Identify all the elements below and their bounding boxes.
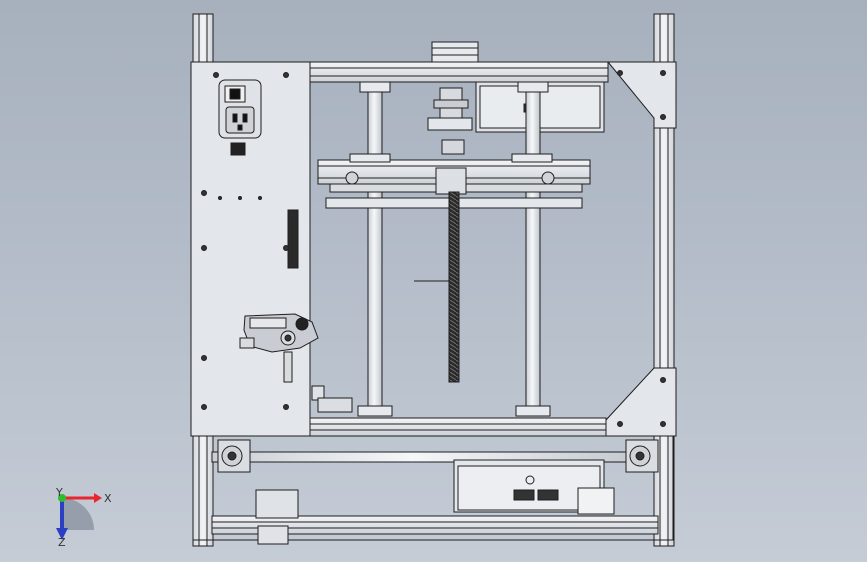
y-axis-label: Y bbox=[55, 486, 63, 499]
z-leadscrew bbox=[448, 191, 460, 383]
x-axis-arrowhead bbox=[94, 493, 102, 503]
leadscrew-coupler bbox=[427, 87, 473, 155]
lower-horizontal-extrusion bbox=[309, 417, 607, 437]
x-axis-label: X bbox=[104, 492, 112, 505]
top-horizontal-extrusion bbox=[309, 61, 609, 83]
power-inlet-module bbox=[218, 79, 262, 156]
orientation-triad: X Y Z bbox=[55, 486, 112, 549]
panel-slot bbox=[287, 209, 299, 269]
panel-screw-holes bbox=[201, 72, 289, 410]
bottom-right-corner-bracket bbox=[605, 367, 677, 437]
z-axis-arrowhead bbox=[56, 528, 68, 540]
left-belt-pulley bbox=[217, 439, 251, 473]
y-axis-dot bbox=[58, 494, 66, 502]
endstop-switch bbox=[311, 385, 353, 413]
z-axis-label: Z bbox=[58, 536, 66, 549]
lower-electronics-box bbox=[453, 459, 615, 515]
right-belt-pulley bbox=[625, 439, 659, 473]
top-right-corner-bracket bbox=[606, 61, 677, 129]
left-guide-rod bbox=[357, 81, 393, 417]
filament-feeder bbox=[239, 313, 319, 383]
